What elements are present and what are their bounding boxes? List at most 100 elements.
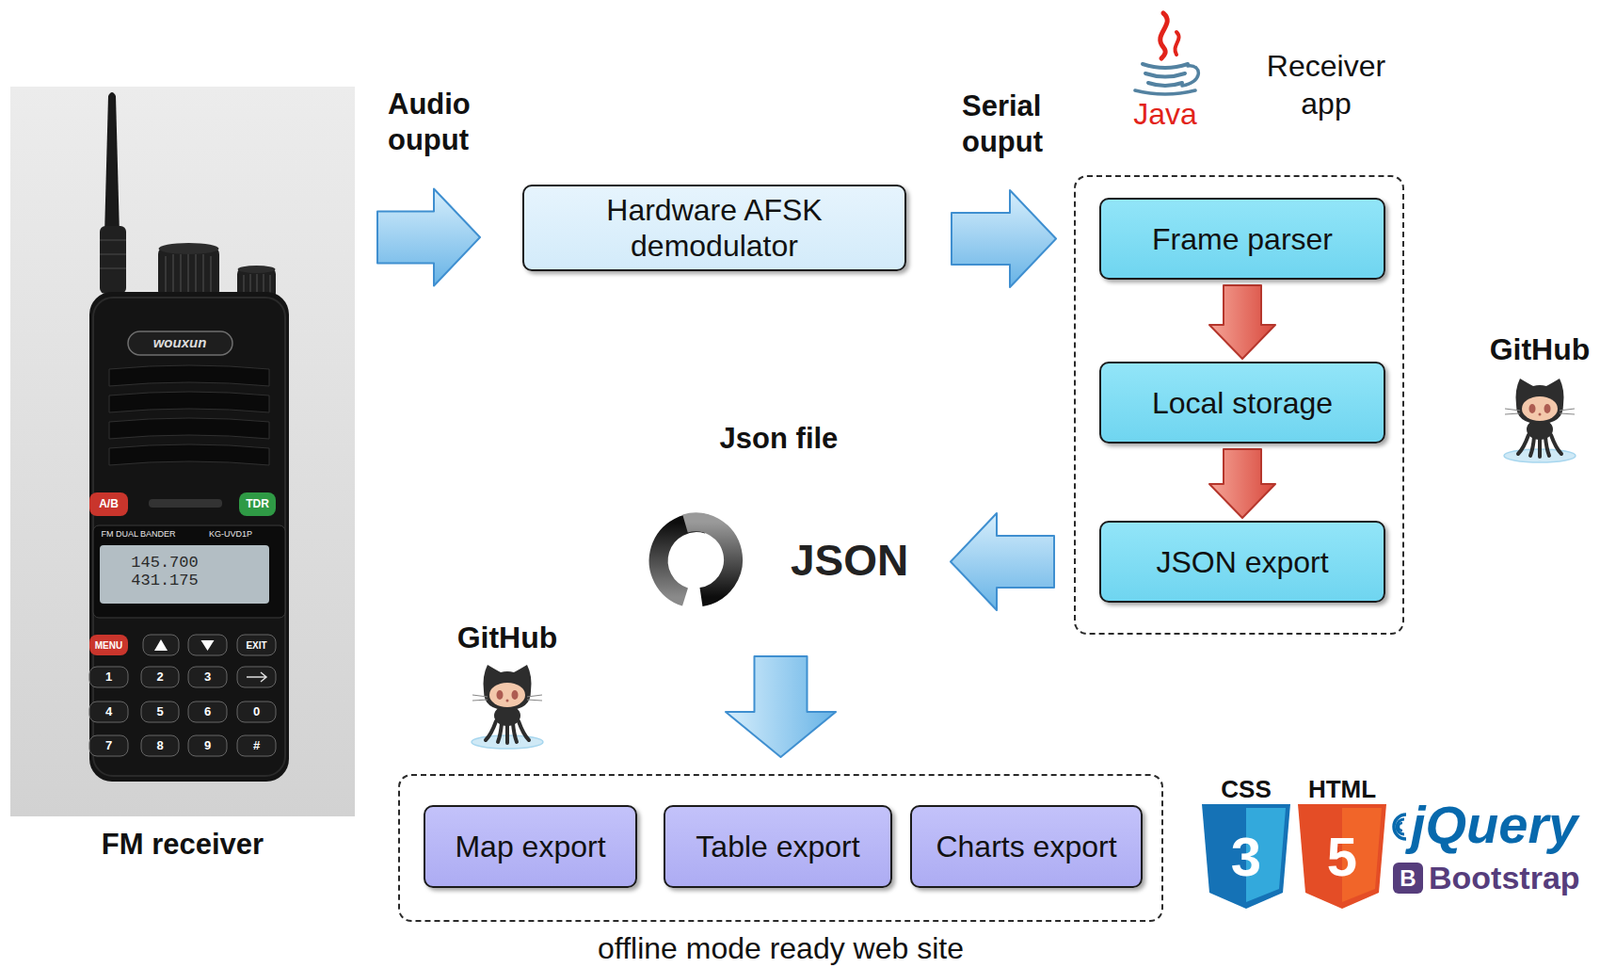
java-logo (1142, 64, 1188, 68)
box-text: Hardware AFSK demodulator (582, 192, 847, 264)
jquery-logo (1393, 814, 1407, 839)
button-label: MENU (95, 640, 123, 651)
block-arrow (1209, 285, 1276, 359)
receiver-figure: FM receiver (10, 86, 355, 859)
radio-photo (238, 265, 276, 273)
box-text: Frame parser (1152, 221, 1333, 257)
block-arrow (377, 189, 480, 287)
radio-photo (143, 634, 179, 656)
radio-photo (165, 254, 211, 298)
panel-text: KG-UVD1P (208, 529, 253, 540)
radio-photo (109, 444, 270, 465)
jquery-logo (1398, 822, 1403, 831)
block-arrow (950, 512, 1055, 610)
github-octocat (471, 664, 544, 749)
key-label: 4 (105, 704, 112, 719)
key-label: 1 (105, 670, 112, 684)
key-label: 3 (204, 670, 211, 684)
process-box: Frame parser (1099, 197, 1386, 280)
radio-photo (188, 735, 227, 756)
radio-photo (89, 634, 128, 656)
css3-logo (1201, 803, 1291, 909)
logo-wordmark: JSON (790, 534, 909, 586)
radio-photo (154, 639, 168, 651)
logo-wordmark: GitHub (1489, 333, 1591, 367)
key-label: 2 (156, 670, 163, 684)
box-text: Table export (695, 828, 860, 864)
panel-text: FM DUAL BANDER (100, 529, 176, 540)
json-logo (658, 521, 734, 597)
html5-logo (1297, 803, 1387, 909)
logo-wordmark: GitHub (457, 621, 559, 655)
key-label: 6 (204, 704, 211, 719)
group-heading: Receiver app (1255, 47, 1397, 123)
radio-photo (109, 417, 270, 439)
bootstrap-logo (1392, 862, 1424, 894)
logo-wordmark: jQuery (1410, 795, 1578, 854)
radio-photo (237, 634, 276, 656)
key-label: 7 (105, 738, 112, 752)
radio-photo (99, 240, 127, 269)
box-text: Local storage (1152, 384, 1333, 421)
jquery-logo (1396, 818, 1405, 834)
radio-photo (89, 492, 128, 516)
html5-logo (1342, 807, 1382, 902)
box-text: Charts export (935, 828, 1117, 864)
figure-caption: FM receiver (10, 827, 355, 862)
radio-photo (148, 498, 223, 508)
file-icon-node: Json fileJSON (640, 418, 918, 617)
process-box: JSON export (1099, 520, 1386, 603)
key-label: 9 (204, 738, 211, 752)
radio-photo (237, 701, 276, 722)
key-label: 5 (156, 704, 163, 719)
radio-photo (104, 92, 120, 236)
html5-logo (1297, 803, 1387, 909)
key-label: # (253, 738, 260, 752)
radio-photo (188, 701, 227, 722)
site-group: Map exportTable exportCharts exportoffli… (398, 773, 1164, 922)
block-arrow (725, 656, 836, 757)
bootstrap-logo (1392, 862, 1424, 894)
css3-logo (1201, 803, 1291, 909)
brand-text: wouxun (153, 335, 208, 352)
button-label: A/B (98, 497, 119, 511)
logo-wordmark: Java (1133, 97, 1198, 131)
radio-photo (159, 242, 220, 255)
radio-photo (158, 246, 220, 299)
logo-numeral: 3 (1231, 826, 1262, 887)
output-box: Charts export (910, 804, 1143, 888)
display-frequency: 431.175 (130, 572, 198, 591)
block-arrow (1209, 448, 1276, 518)
button-label: TDR (245, 497, 270, 511)
key-label: 8 (156, 738, 163, 752)
radio-photo (141, 701, 179, 722)
button-label: EXIT (245, 640, 267, 651)
radio-photo (239, 492, 276, 516)
java-logo (1174, 32, 1179, 55)
box-text: JSON export (1155, 544, 1328, 580)
java-logo (1135, 90, 1196, 95)
radio-photo (10, 86, 355, 816)
radio-photo (188, 666, 227, 688)
group-caption: offline mode ready web site (400, 930, 1162, 965)
java-logo (1160, 13, 1168, 59)
key-label: 0 (253, 704, 260, 719)
jquery-logo (1393, 814, 1407, 839)
radio-photo (109, 365, 270, 386)
radio-photo (128, 331, 233, 355)
radio-photo (141, 666, 179, 688)
radio-photo (188, 634, 227, 656)
json-logo (685, 521, 734, 597)
radio-photo (99, 225, 127, 294)
file-heading: Json file (640, 420, 918, 457)
radio-photo (237, 735, 276, 756)
radio-photo (141, 735, 179, 756)
radio-photo (99, 544, 270, 604)
java-logo (1145, 73, 1185, 78)
process-box: Local storage (1099, 361, 1386, 444)
process-box: Hardware AFSK demodulator (522, 184, 907, 272)
json-logo (658, 522, 708, 597)
